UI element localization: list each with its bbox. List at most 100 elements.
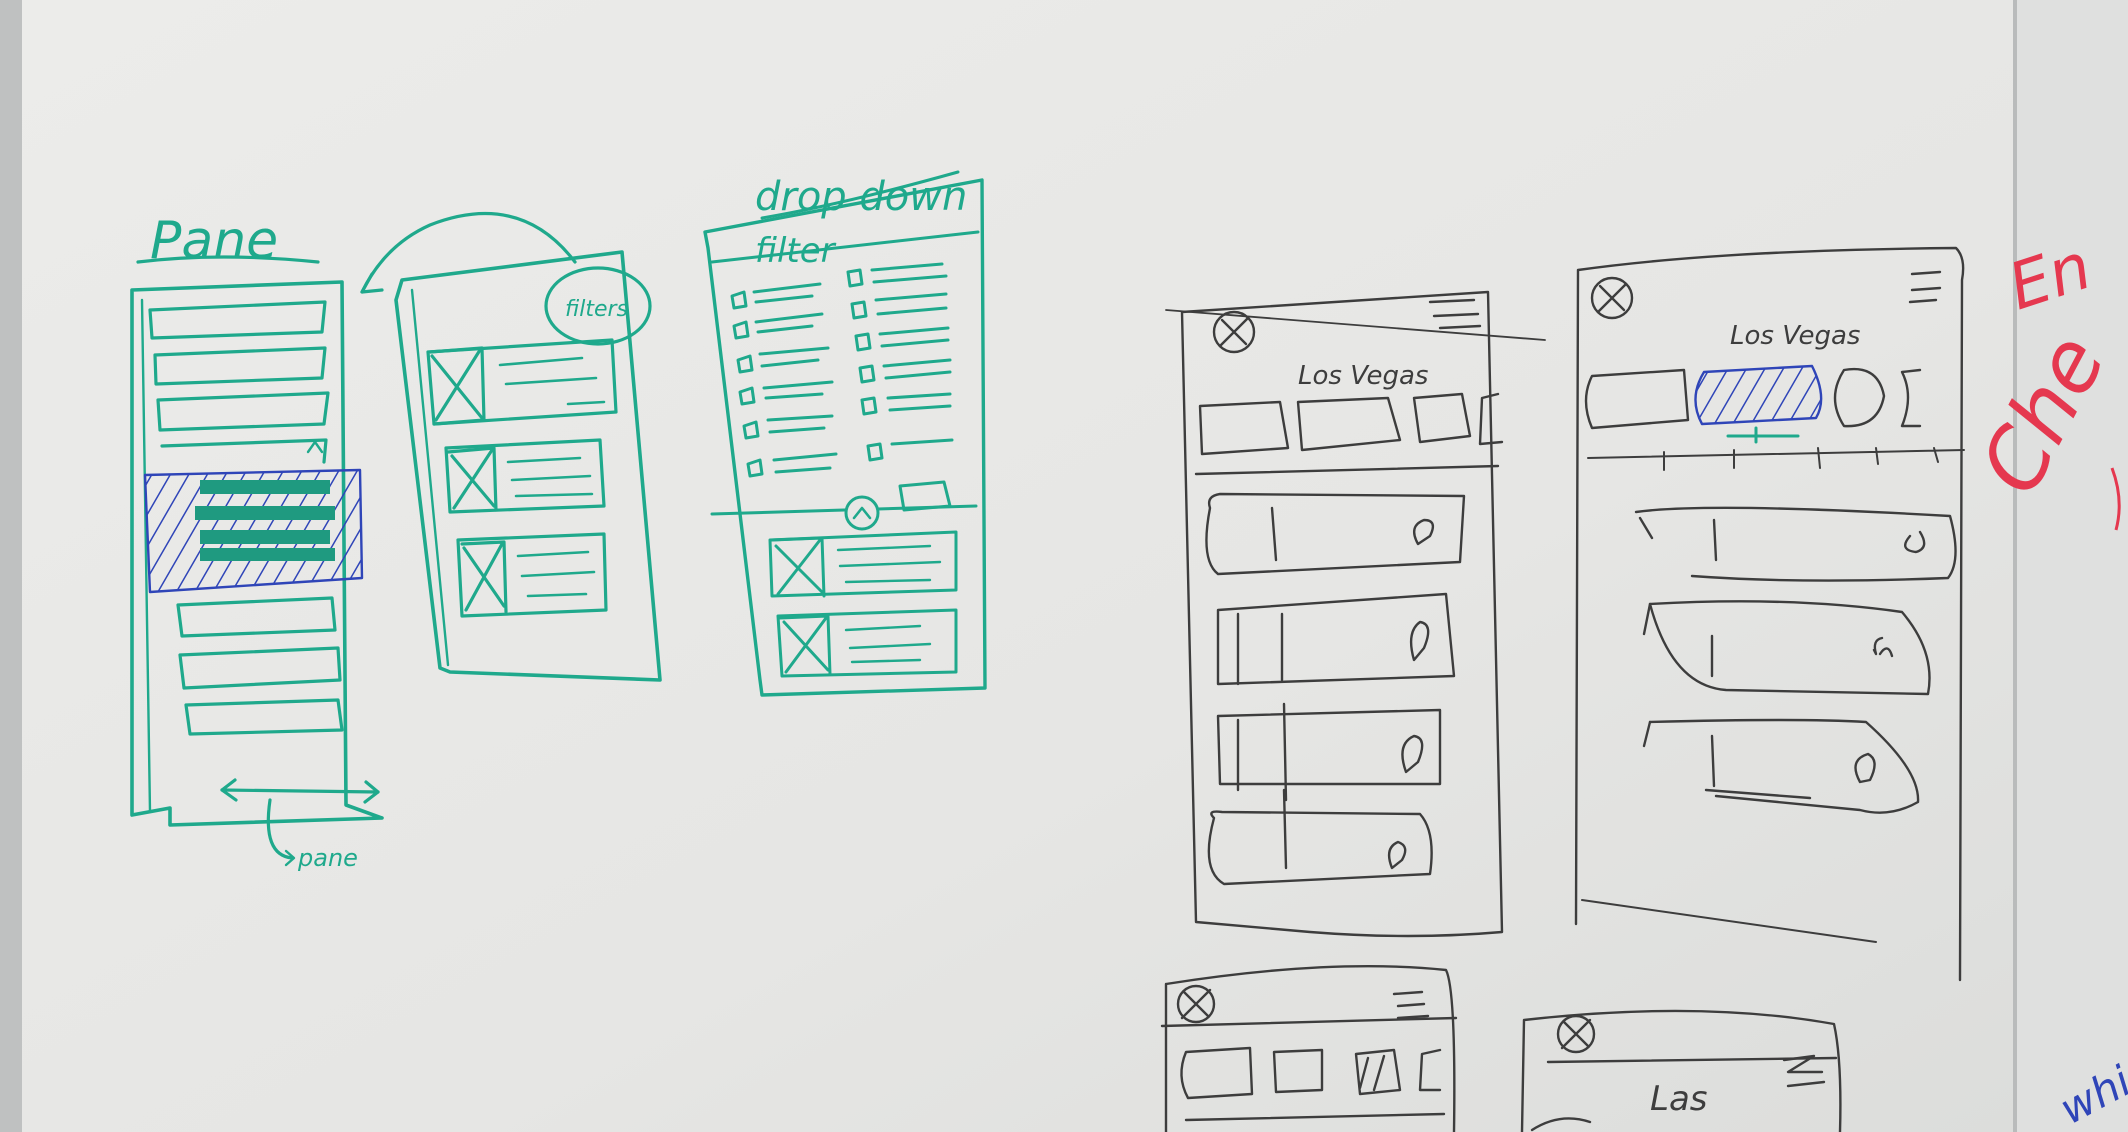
category-chip (1198, 400, 1290, 456)
city-label: Los Vegas (1298, 361, 1428, 391)
hamburger-menu-icon (1428, 298, 1482, 330)
close-x-icon (1176, 984, 1216, 1024)
category-chip (1180, 1046, 1254, 1100)
header-rule (1546, 1056, 1838, 1064)
header-rule (1184, 1112, 1446, 1122)
phone-sketch-b: Los Vegas (1574, 246, 1965, 982)
list-card (1648, 600, 1931, 696)
checkbox-icon (850, 300, 868, 320)
phone-frame (1574, 246, 1965, 982)
list-card (1207, 810, 1433, 886)
header-rule (1194, 464, 1500, 476)
category-chip (1272, 1048, 1324, 1094)
category-chip (1478, 392, 1504, 446)
pane-row (156, 391, 330, 432)
checkbox-icon (736, 354, 754, 374)
pane-row (176, 596, 337, 638)
checkbox-icon (860, 396, 878, 416)
pane-sketch: Pane pane (130, 211, 384, 872)
dropdown-divider (710, 504, 978, 516)
image-placeholder-icon (770, 536, 826, 598)
pane-pointer (266, 798, 294, 860)
phone-frame (1520, 1009, 1842, 1132)
result-card (426, 338, 618, 426)
map-pin-icon (1872, 636, 1894, 658)
list-card (1216, 592, 1456, 686)
collapse-toggle (844, 495, 880, 531)
close-x-icon (1212, 310, 1256, 354)
curved-arrow (360, 212, 577, 294)
map-pin-icon (1387, 840, 1407, 870)
map-pin-icon (1904, 530, 1926, 554)
phone-frame (1164, 965, 1456, 1132)
list-card (1205, 492, 1466, 576)
close-x-icon (1590, 276, 1634, 320)
chevron-up-icon (852, 506, 872, 520)
pane-title: Pane (150, 211, 278, 271)
filter-checkbox-list-left (730, 282, 838, 478)
image-placeholder-icon (446, 446, 498, 512)
checkbox-icon (858, 364, 876, 384)
pane-selected-bar (195, 506, 335, 520)
filters-sketch: filters (360, 212, 662, 682)
pane-row (153, 346, 327, 386)
list-card (1648, 718, 1920, 814)
checkbox-icon (730, 290, 748, 310)
category-chip (1833, 367, 1886, 428)
category-chip (1412, 392, 1472, 444)
map-pin-icon (1401, 734, 1424, 774)
pane-row (178, 646, 342, 690)
hamburger-menu-icon (1908, 270, 1942, 304)
phone-sketch-c (1160, 965, 1458, 1132)
phone-sketch-d: Las (1520, 1009, 1842, 1132)
pane-note: pane (297, 844, 358, 872)
category-chip (1584, 368, 1690, 430)
whiteboard-edge-shadow (0, 0, 22, 1132)
pane-row (160, 438, 328, 464)
header-rule (1160, 1016, 1458, 1028)
close-x-icon (1556, 1014, 1596, 1054)
tab-rule (1587, 447, 1965, 471)
adjacent-board (2015, 0, 2128, 1132)
filter-header-rule (710, 230, 980, 264)
result-card (444, 438, 606, 514)
checkbox-icon (746, 458, 764, 478)
category-chip (1296, 396, 1402, 452)
filters-badge-label: filters (565, 297, 628, 322)
dropdown-title-underline (760, 170, 960, 220)
result-card (456, 532, 608, 618)
list-card (1216, 708, 1442, 786)
category-chip (1900, 368, 1922, 428)
category-chip-selected (1694, 364, 1823, 426)
red-mark (2110, 467, 2121, 531)
checkbox-icon (866, 442, 884, 462)
image-placeholder-icon (428, 346, 486, 426)
list-card (1634, 506, 1957, 582)
result-card (768, 530, 958, 598)
phone-sketch-a: Los Vegas (1165, 290, 1546, 938)
filters-badge-circle (544, 266, 652, 346)
pane-row (148, 300, 327, 340)
pane-row (184, 698, 344, 736)
chevron-up-icon (306, 440, 324, 454)
image-placeholder-icon (460, 540, 508, 614)
checkbox-icon (738, 386, 756, 406)
map-pin-icon (1409, 620, 1430, 662)
dropdown-subtitle: filter (755, 231, 837, 271)
dropdown-sketch: drop down filter (703, 170, 987, 697)
dropdown-frame (703, 178, 987, 697)
checkbox-icon (854, 332, 872, 352)
city-label: Los Vegas (1730, 321, 1860, 351)
checkbox-icon (742, 420, 760, 440)
image-placeholder-icon (778, 614, 832, 676)
phone-frame (1180, 290, 1504, 938)
double-arrow-icon (220, 778, 380, 804)
pane-selected-bar (200, 548, 335, 561)
pane-selected-bar (200, 530, 330, 544)
pane-frame (130, 280, 384, 827)
result-card (776, 608, 958, 678)
checkbox-icon (846, 268, 864, 288)
checkbox-icon (732, 320, 750, 340)
map-pin-icon (1412, 518, 1435, 546)
